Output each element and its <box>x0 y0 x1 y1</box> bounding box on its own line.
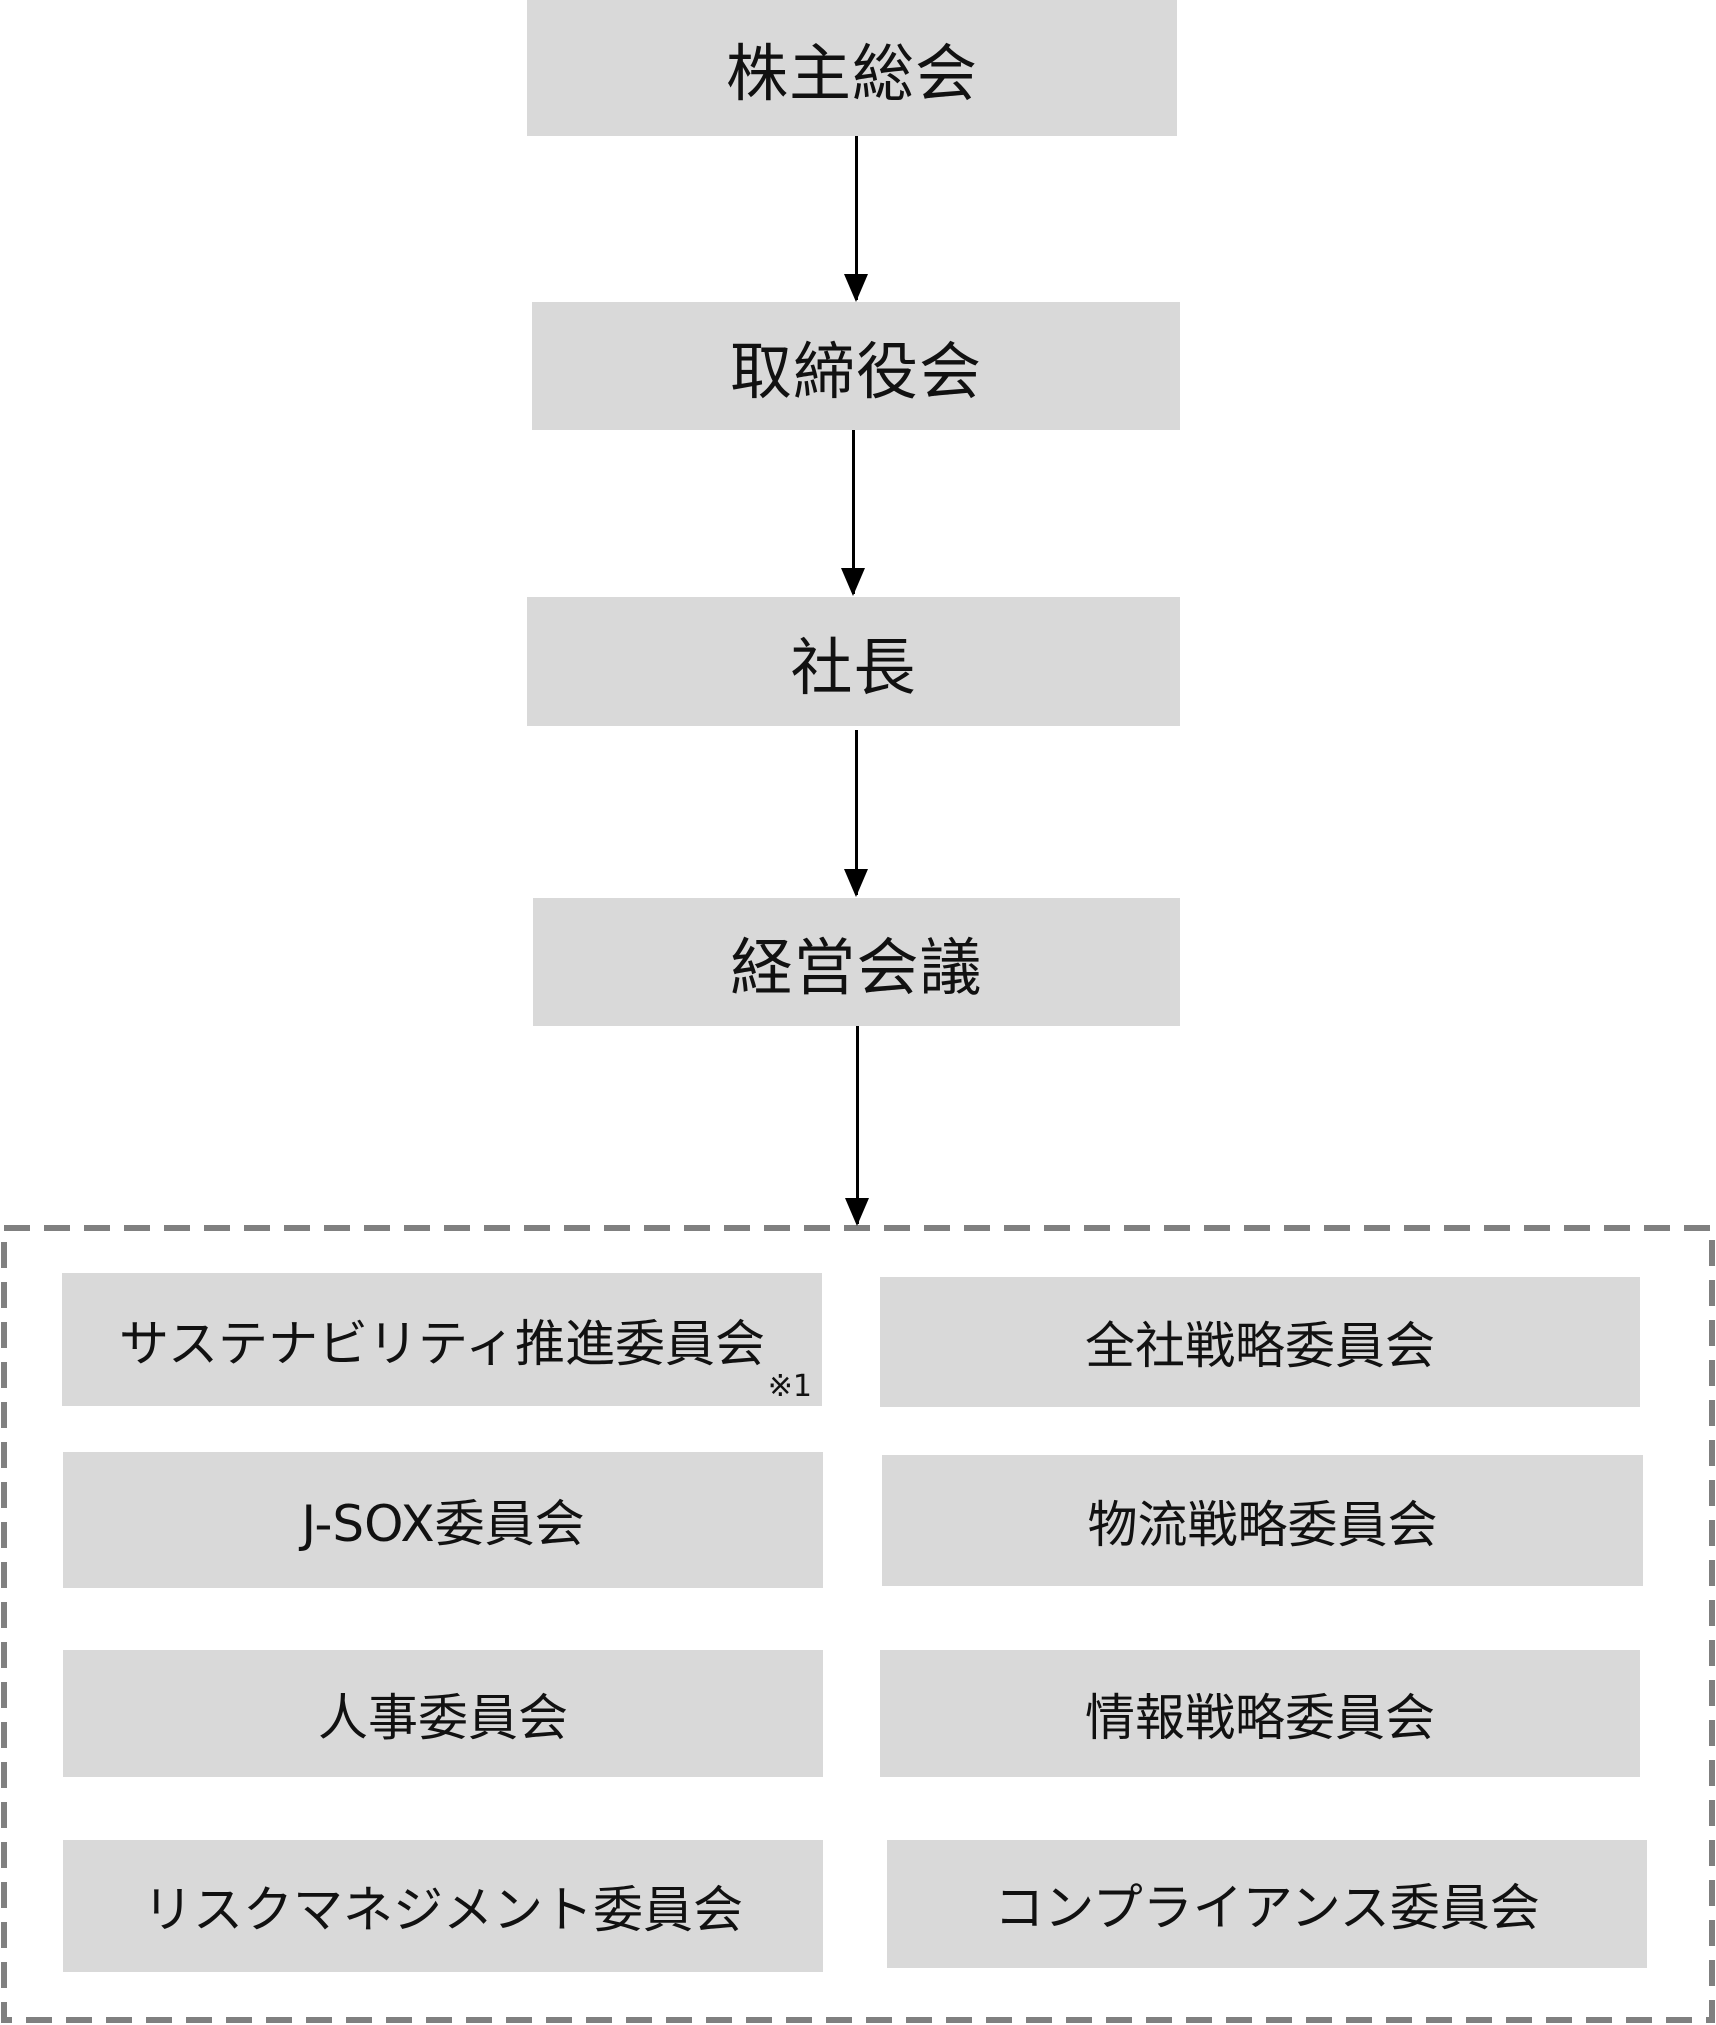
box-label: 経営会議 <box>730 931 983 1004</box>
box-label: 株主総会 <box>725 37 978 110</box>
jsox-committee-box: J-SOX委員会 <box>63 1452 823 1588</box>
box-label: 物流戦略委員会 <box>1087 1495 1438 1554</box>
box-label: サステナビリティ推進委員会 <box>119 1314 765 1373</box>
arrow-down-icon <box>845 1026 869 1226</box>
compliance-committee-box: コンプライアンス委員会 <box>887 1840 1647 1968</box>
box-label: 全社戦略委員会 <box>1085 1317 1435 1375</box>
box-label: コンプライアンス委員会 <box>994 1879 1540 1937</box>
footnote-mark: ※1 <box>767 1369 812 1404</box>
sustainability-committee-box: サステナビリティ推進委員会 ※1 <box>62 1273 822 1406</box>
it-strategy-committee-box: 情報戦略委員会 <box>880 1650 1640 1777</box>
arrow-down-icon <box>844 136 868 302</box>
box-label: リスクマネジメント委員会 <box>143 1881 743 1939</box>
logistics-strategy-committee-box: 物流戦略委員会 <box>882 1455 1643 1586</box>
shareholders-meeting-box: 株主総会 <box>527 0 1177 136</box>
box-label: 社長 <box>790 630 917 704</box>
box-label: 取締役会 <box>729 335 982 408</box>
board-of-directors-box: 取締役会 <box>532 302 1180 430</box>
box-label: 情報戦略委員会 <box>1085 1688 1435 1747</box>
hr-committee-box: 人事委員会 <box>63 1650 823 1777</box>
president-box: 社長 <box>527 597 1180 726</box>
management-meeting-box: 経営会議 <box>533 898 1180 1026</box>
risk-management-committee-box: リスクマネジメント委員会 <box>63 1840 823 1972</box>
box-label: 人事委員会 <box>318 1688 568 1747</box>
corporate-strategy-committee-box: 全社戦略委員会 <box>880 1277 1640 1407</box>
arrow-down-icon <box>841 430 865 596</box>
arrow-down-icon <box>844 730 868 897</box>
box-label: J-SOX委員会 <box>301 1495 585 1553</box>
